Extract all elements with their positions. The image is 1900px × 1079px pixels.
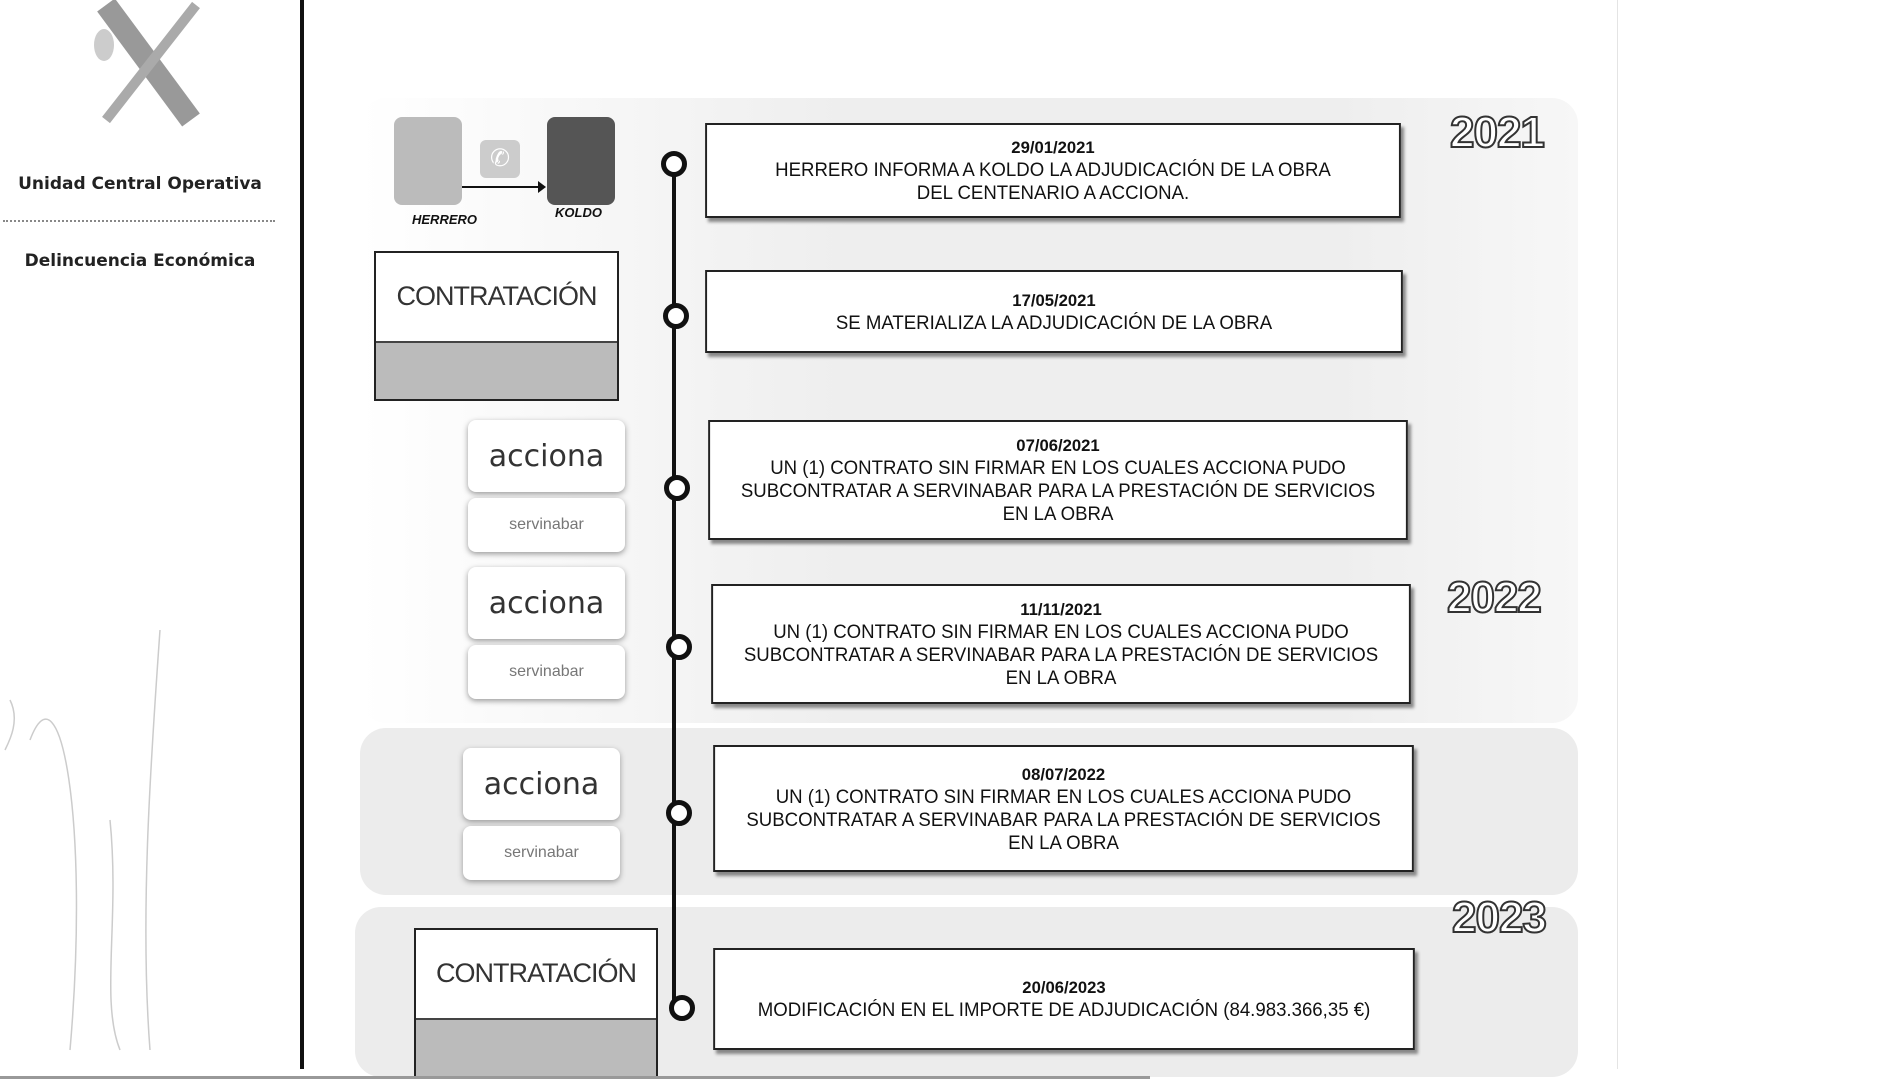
- timeline-node: [666, 634, 692, 660]
- year-label: 2023: [1451, 892, 1548, 943]
- servinabar-logo: servinabar: [468, 645, 625, 699]
- person-label: HERRERO: [412, 212, 478, 227]
- separator: [3, 220, 275, 222]
- guardia-civil-emblem-logo: [94, 0, 200, 127]
- timeline-line: [672, 160, 676, 1010]
- acciona-logo: acciona: [463, 748, 620, 820]
- handwritten-sketch: [4, 629, 161, 1051]
- timeline-node: [669, 995, 695, 1021]
- unit-title: Unidad Central Operativa: [18, 174, 262, 194]
- timeline-node: [666, 800, 692, 826]
- arrow-line: [462, 186, 544, 188]
- servinabar-logo: servinabar: [463, 826, 620, 880]
- contratacion-logo: CONTRATACIÓN: [374, 251, 619, 401]
- timeline-node: [663, 303, 689, 329]
- servinabar-logo: servinabar: [468, 498, 625, 552]
- timeline-node: [664, 475, 690, 501]
- year-label: 2022: [1446, 572, 1543, 623]
- acciona-logo: acciona: [468, 567, 625, 639]
- page-divider: [300, 0, 304, 1069]
- koldo-photo: [547, 117, 615, 205]
- acciona-logo: acciona: [468, 420, 625, 492]
- arrow-head-icon: [538, 181, 546, 193]
- department-title: Delincuencia Económica: [24, 251, 256, 271]
- herrero-photo: [394, 117, 462, 205]
- year-label: 2021: [1449, 107, 1546, 158]
- contratacion-logo: CONTRATACIÓN: [414, 928, 658, 1078]
- person-label: KOLDO: [555, 205, 602, 220]
- page-edge: [1617, 0, 1618, 1069]
- whatsapp-icon: ✆: [480, 140, 520, 178]
- timeline-node: [661, 151, 687, 177]
